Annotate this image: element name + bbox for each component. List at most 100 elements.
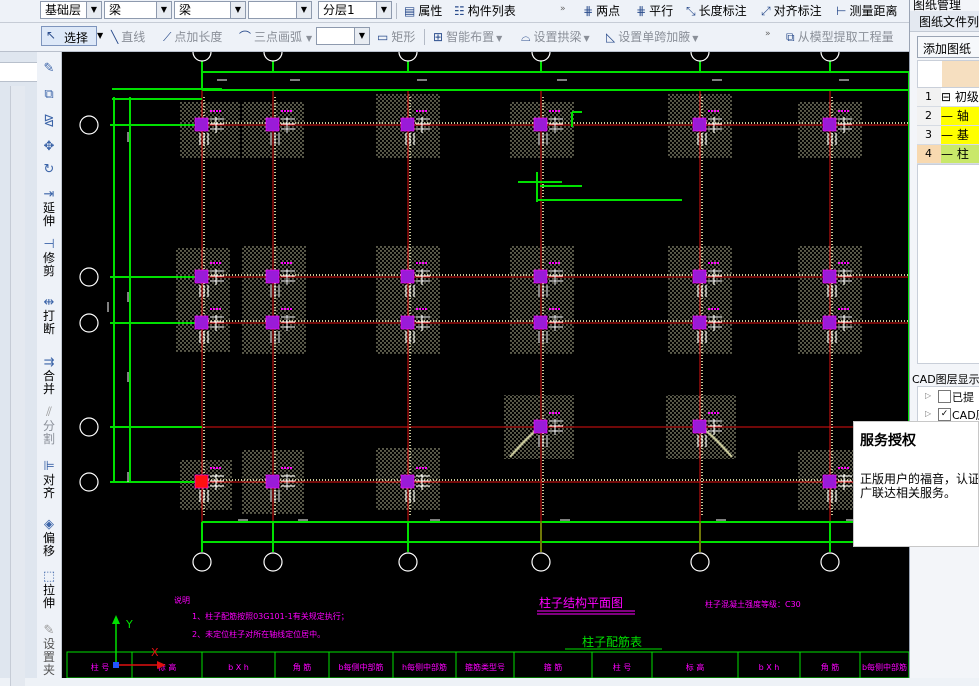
extra-select[interactable]: ▼	[248, 1, 312, 19]
chevron-down-icon[interactable]: ▼	[156, 2, 171, 18]
chevron-down-icon[interactable]: ▼	[354, 28, 369, 44]
select-label: 选择	[64, 31, 89, 45]
scrollbar[interactable]	[10, 86, 25, 686]
table-header-cell: 箍 筋	[544, 662, 563, 672]
axis-bubble	[79, 313, 99, 333]
layer-select[interactable]: 分层1▼	[318, 1, 392, 19]
merge-label: 合并	[43, 369, 56, 396]
rect-button[interactable]: ▭矩形	[374, 28, 418, 46]
file-row-name: — 轴	[941, 107, 979, 125]
point-length-button[interactable]: ⟋点加长度	[160, 28, 225, 46]
chevron-down-icon[interactable]: ▼	[296, 2, 311, 18]
point-length-icon: ⟋	[163, 30, 172, 44]
table-header-cell: b每侧中部筋	[338, 662, 383, 672]
set-arch-button[interactable]: ⌓设置拱梁▼	[518, 28, 593, 46]
column-body	[533, 269, 548, 284]
rotate-tool[interactable]: ↻	[37, 163, 61, 177]
move-tool[interactable]: ✥	[37, 140, 61, 154]
length-dim-button[interactable]: ⤡长度标注	[683, 2, 750, 20]
component-list-button[interactable]: ☷构件列表	[451, 2, 519, 20]
chevron-down-icon[interactable]: ▼	[692, 34, 699, 43]
trim-tool[interactable]: ⊣修剪	[37, 238, 61, 278]
align-tool[interactable]: ⊫对齐	[37, 460, 61, 500]
set-haunch-button[interactable]: ◺设置单跨加腋▼	[603, 28, 701, 46]
rotate-icon: ↻	[43, 162, 55, 177]
column-body	[265, 117, 280, 132]
chevron-down-icon[interactable]: ▼	[86, 2, 101, 18]
offset-label: 偏移	[43, 531, 56, 558]
line-button[interactable]: ╲直线	[108, 28, 148, 46]
chevron-down-icon[interactable]: ▼	[376, 2, 391, 18]
grip-icon: ✎	[43, 623, 55, 638]
service-popup[interactable]: 服务授权 正版用户的福音，认证广联达相关服务。	[853, 421, 979, 547]
column	[533, 262, 563, 297]
file-row[interactable]: 4 — 柱	[917, 145, 979, 164]
chevron-down-icon[interactable]: ▼	[230, 2, 245, 18]
layer-checkbox-0[interactable]	[938, 390, 951, 403]
chevron-down-icon[interactable]: ▼	[583, 34, 590, 43]
strip-field[interactable]	[0, 62, 37, 82]
floor-select[interactable]: 基础层▼	[40, 1, 102, 19]
stretch-tool[interactable]: ⬚拉伸	[37, 570, 61, 610]
file-row[interactable]: 2 — 轴	[917, 107, 979, 126]
type-select-1[interactable]: 梁▼	[104, 1, 172, 19]
chevron-down-icon[interactable]: ▼	[496, 34, 503, 43]
expand-icon[interactable]: ▷	[925, 409, 932, 418]
table-header-cell: b X h	[228, 663, 249, 672]
chevron-down-icon[interactable]: ▼	[306, 34, 313, 43]
file-row-number: 2	[925, 109, 932, 122]
cad-canvas[interactable]: 说明 1、柱子配筋按照03G101-1有关规定执行； 2、未定位柱子对所在轴线定…	[62, 52, 909, 678]
file-row-name: — 柱	[941, 145, 979, 163]
expand-icon[interactable]: ▷	[925, 391, 932, 400]
copy-tool[interactable]: ⧉	[37, 88, 61, 102]
length-dim-icon: ⤡	[686, 4, 696, 18]
properties-button[interactable]: ▤属性	[401, 2, 445, 20]
smart-layout-button[interactable]: ⊞智能布置▼	[430, 28, 505, 46]
toolbar-overflow-icon[interactable]: »	[560, 4, 566, 14]
column-body	[692, 269, 707, 284]
column-body	[265, 315, 280, 330]
file-row[interactable]: 3 — 基	[917, 126, 979, 145]
chevron-down-icon[interactable]: ▼	[97, 31, 104, 40]
file-list-label: 图纸文件列	[919, 15, 979, 29]
type-select-2[interactable]: 梁▼	[174, 1, 246, 19]
column	[822, 467, 852, 502]
add-drawing-label: 添加图纸	[923, 42, 972, 56]
column	[533, 308, 563, 343]
file-table-col-header	[942, 61, 979, 87]
two-point-button[interactable]: ⋕两点	[580, 2, 623, 20]
column-body	[822, 117, 837, 132]
three-arc-label: 三点画弧	[254, 30, 303, 44]
extract-button[interactable]: ⧉从模型提取工程量	[783, 28, 897, 46]
arc-mode-select[interactable]: ▼	[316, 27, 370, 45]
layer-checkbox-1[interactable]: ✓	[938, 408, 951, 421]
split-tool[interactable]: ⫽分割	[37, 406, 61, 446]
select-button[interactable]: ↖ 选择	[41, 26, 97, 46]
set-grip-tool[interactable]: ✎设置夹	[37, 624, 61, 677]
pen-tool[interactable]: ✎	[37, 62, 61, 76]
file-row[interactable]: 1⊟ 初级	[917, 88, 979, 107]
parallel-button[interactable]: ⋕平行	[633, 2, 676, 20]
break-tool[interactable]: ⇹打断	[37, 296, 61, 336]
table-header-cell: h每侧中部筋	[402, 662, 447, 672]
offset-tool[interactable]: ◈偏移	[37, 518, 61, 558]
column-body	[533, 419, 548, 434]
measure-button[interactable]: ⊢测量距离	[833, 2, 900, 20]
toolbar-overflow-icon[interactable]: »	[765, 29, 771, 39]
merge-tool[interactable]: ⇉合并	[37, 356, 61, 396]
three-arc-button[interactable]: ⌒三点画弧▼	[236, 28, 315, 46]
extend-tool[interactable]: ⇥延伸	[37, 188, 61, 228]
add-drawing-button[interactable]: 添加图纸	[917, 36, 979, 58]
column	[533, 412, 563, 447]
cad-drawing[interactable]: 说明 1、柱子配筋按照03G101-1有关规定执行； 2、未定位柱子对所在轴线定…	[62, 52, 909, 678]
column	[822, 110, 852, 145]
notes-title: 说明	[174, 595, 190, 605]
axis-bubble	[192, 52, 212, 62]
mirror-tool[interactable]: ⧎	[37, 114, 61, 128]
align-dim-button[interactable]: ⤢对齐标注	[758, 2, 825, 20]
length-dim-label: 长度标注	[698, 4, 747, 18]
parallel-icon: ⋕	[636, 4, 647, 18]
extract-label: 从模型提取工程量	[797, 30, 894, 44]
haunch-icon: ◺	[606, 30, 616, 44]
measure-label: 测量距离	[849, 4, 898, 18]
